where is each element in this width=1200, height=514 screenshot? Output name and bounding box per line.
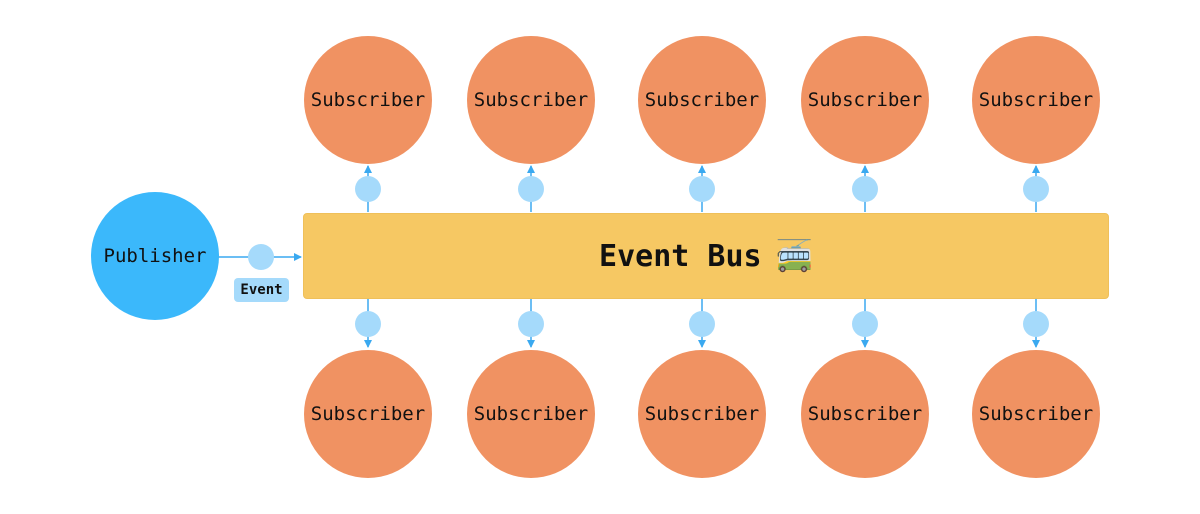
- subscriber-label: Subscriber: [473, 89, 589, 111]
- subscriber-label: Subscriber: [807, 89, 923, 111]
- event-label: Event: [240, 282, 283, 298]
- event-token-top-2: [518, 176, 544, 202]
- subscriber-bottom-1: Subscriber: [304, 350, 432, 478]
- publisher-node: Publisher: [91, 192, 219, 320]
- event-token-bottom-3: [689, 311, 715, 337]
- event-token-bottom-2: [518, 311, 544, 337]
- bus-icon: 🚎: [775, 238, 813, 274]
- subscriber-top-4: Subscriber: [801, 36, 929, 164]
- subscriber-label: Subscriber: [310, 89, 426, 111]
- event-token-top-3: [689, 176, 715, 202]
- event-token-top-4: [852, 176, 878, 202]
- subscriber-top-2: Subscriber: [467, 36, 595, 164]
- subscriber-label: Subscriber: [310, 403, 426, 425]
- subscriber-top-1: Subscriber: [304, 36, 432, 164]
- subscriber-bottom-2: Subscriber: [467, 350, 595, 478]
- subscriber-bottom-4: Subscriber: [801, 350, 929, 478]
- event-token-bottom-1: [355, 311, 381, 337]
- subscriber-label: Subscriber: [807, 403, 923, 425]
- subscriber-top-3: Subscriber: [638, 36, 766, 164]
- subscriber-label: Subscriber: [978, 403, 1094, 425]
- publisher-label: Publisher: [103, 245, 207, 267]
- event-token-bottom-4: [852, 311, 878, 337]
- subscriber-label: Subscriber: [644, 89, 760, 111]
- event-token-bottom-5: [1023, 311, 1049, 337]
- subscriber-bottom-3: Subscriber: [638, 350, 766, 478]
- event-token: [248, 244, 274, 270]
- event-tag: Event: [234, 278, 289, 302]
- subscriber-top-5: Subscriber: [972, 36, 1100, 164]
- subscriber-label: Subscriber: [473, 403, 589, 425]
- subscriber-label: Subscriber: [978, 89, 1094, 111]
- subscriber-bottom-5: Subscriber: [972, 350, 1100, 478]
- event-bus: Event Bus 🚎: [303, 213, 1109, 299]
- event-token-top-5: [1023, 176, 1049, 202]
- event-bus-label: Event Bus: [599, 238, 762, 274]
- subscriber-label: Subscriber: [644, 403, 760, 425]
- event-token-top-1: [355, 176, 381, 202]
